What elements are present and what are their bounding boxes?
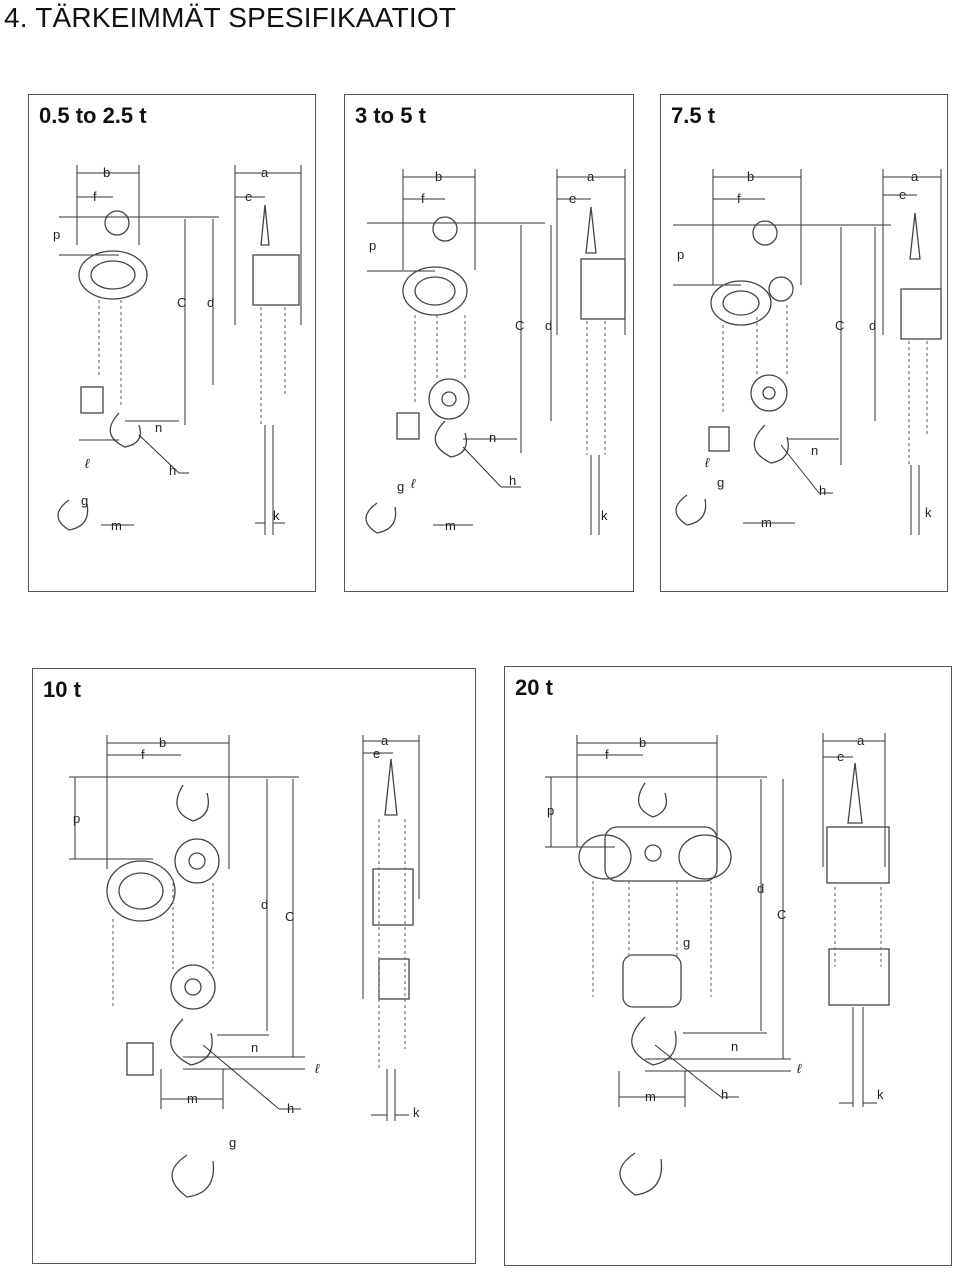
hoist-diagram: b f p d C n ℓ h m g a e k <box>69 733 420 1198</box>
dim-label-k: k <box>925 505 932 520</box>
dim-label-h: h <box>509 473 516 488</box>
dim-label-e: e <box>899 187 906 202</box>
dim-label-h: h <box>819 483 826 498</box>
hoist-diagram: b f p C d n ℓ h g m a e k <box>673 169 942 535</box>
dim-label-m: m <box>187 1091 198 1106</box>
dim-label-k: k <box>273 508 280 523</box>
dim-label-e: e <box>373 746 380 761</box>
dim-label-m: m <box>761 515 772 530</box>
dim-label-k: k <box>877 1087 884 1102</box>
dim-label-l: ℓ <box>315 1061 320 1076</box>
dim-label-e: e <box>837 749 844 764</box>
dim-label-f: f <box>421 191 425 206</box>
dim-label-c: C <box>515 318 524 333</box>
dim-label-l: ℓ <box>705 455 710 470</box>
hoist-diagram: b f p C d n ℓ h g m a e k <box>365 169 626 535</box>
dim-label-a: a <box>381 733 389 748</box>
dim-label-f: f <box>605 747 609 762</box>
dim-label-h: h <box>169 463 176 478</box>
dim-label-l: ℓ <box>797 1061 802 1076</box>
dim-label-l: ℓ <box>85 456 90 471</box>
dim-label-g: g <box>397 479 404 494</box>
dim-label-a: a <box>587 169 595 184</box>
dim-label-n: n <box>731 1039 738 1054</box>
dim-label-d: d <box>545 318 552 333</box>
dim-label-f: f <box>141 747 145 762</box>
panel-3-to-5-t: 3 to 5 t b f p C d n ℓ h g m a e k <box>344 94 634 592</box>
dim-label-b: b <box>435 169 442 184</box>
dim-label-b: b <box>159 735 166 750</box>
dim-label-h: h <box>721 1087 728 1102</box>
dim-label-c: C <box>835 318 844 333</box>
dim-label-d: d <box>757 881 764 896</box>
dim-label-d: d <box>261 897 268 912</box>
dim-label-f: f <box>737 191 741 206</box>
panel-7-5-t: 7.5 t b f p C d n ℓ h g m a e k <box>660 94 948 592</box>
panel-0-5-to-2-5-t: 0.5 to 2.5 t b f p C d n ℓ h g m a e <box>28 94 316 592</box>
dim-label-n: n <box>489 430 496 445</box>
dim-label-g: g <box>717 475 724 490</box>
panel-title: 20 t <box>515 675 553 700</box>
dim-label-e: e <box>245 189 252 204</box>
dim-label-p: p <box>547 803 554 818</box>
dim-label-b: b <box>747 169 754 184</box>
dim-label-c: C <box>285 909 294 924</box>
dim-label-g: g <box>81 493 88 508</box>
dim-label-p: p <box>73 811 80 826</box>
dim-label-e: e <box>569 191 576 206</box>
panel-title: 3 to 5 t <box>355 103 426 128</box>
dim-label-a: a <box>911 169 919 184</box>
dim-label-c: C <box>177 295 186 310</box>
dim-label-n: n <box>155 420 162 435</box>
dim-label-b: b <box>639 735 646 750</box>
dim-label-p: p <box>53 227 60 242</box>
dim-label-c: C <box>777 907 786 922</box>
dim-label-b: b <box>103 165 110 180</box>
dim-label-h: h <box>287 1101 294 1116</box>
page-title: 4. TÄRKEIMMÄT SPESIFIKAATIOT <box>4 2 457 33</box>
dim-label-f: f <box>93 189 97 204</box>
dim-label-g: g <box>683 935 690 950</box>
dim-label-k: k <box>601 508 608 523</box>
dim-label-a: a <box>261 165 269 180</box>
dim-label-a: a <box>857 733 865 748</box>
dim-label-d: d <box>869 318 876 333</box>
dim-label-d: d <box>207 295 214 310</box>
dim-label-l: ℓ <box>411 476 416 491</box>
panel-title: 0.5 to 2.5 t <box>39 103 147 128</box>
dim-label-g: g <box>229 1135 236 1150</box>
dim-label-m: m <box>645 1089 656 1104</box>
hoist-diagram: b f p d C n ℓ h m g a e <box>545 733 890 1196</box>
panel-title: 10 t <box>43 677 81 702</box>
panel-title: 7.5 t <box>671 103 716 128</box>
dim-label-k: k <box>413 1105 420 1120</box>
dim-label-n: n <box>811 443 818 458</box>
panel-10-t: 10 t b f p d C n ℓ h m g a e <box>32 668 476 1264</box>
dim-label-n: n <box>251 1040 258 1055</box>
dim-label-p: p <box>369 238 376 253</box>
dim-label-m: m <box>111 518 122 533</box>
panel-20-t: 20 t b f p d C n ℓ h m g a e <box>504 666 952 1266</box>
dim-label-m: m <box>445 518 456 533</box>
hoist-diagram: b f p C d n ℓ h g m a e k <box>53 165 302 535</box>
dim-label-p: p <box>677 247 684 262</box>
